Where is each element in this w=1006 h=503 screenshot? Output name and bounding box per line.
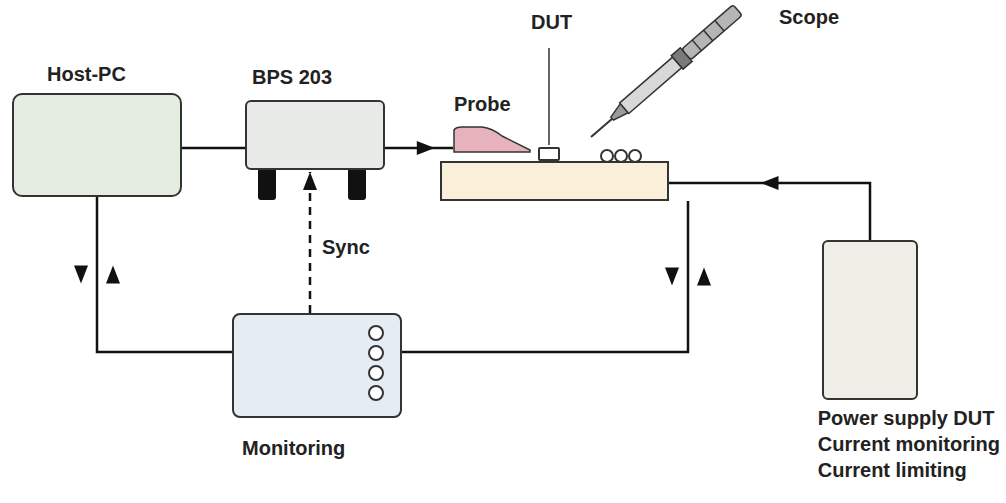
node-label: DUT — [531, 11, 572, 34]
node-label: Power supply DUT — [818, 407, 995, 430]
node-label: Probe — [454, 93, 511, 116]
arrowhead — [761, 176, 779, 190]
pulse-source-box: BPS 203 — [245, 100, 385, 170]
device-foot — [348, 168, 366, 200]
arrowhead — [697, 268, 711, 286]
probe-shape: Probe — [452, 126, 532, 154]
arrowhead — [106, 266, 120, 284]
connector-group — [182, 148, 245, 149]
arrowhead — [665, 268, 679, 286]
indicator-lamp — [369, 366, 383, 380]
indicator-lamp — [369, 326, 383, 340]
host-pc-box: Host-PC — [12, 93, 182, 197]
device-foot — [258, 168, 276, 200]
connector — [669, 183, 870, 240]
scope-probe — [585, 3, 743, 144]
board-coils — [601, 150, 641, 162]
connector-group — [385, 141, 453, 155]
indicator-lamp — [369, 346, 383, 360]
connector — [182, 147, 245, 150]
arrowhead — [303, 172, 317, 190]
sync-line — [309, 172, 312, 313]
node-label: Host-PC — [47, 63, 126, 86]
node-label: Current limiting — [818, 459, 967, 482]
leader-line — [548, 48, 550, 145]
arrowhead — [74, 266, 88, 284]
node-label: BPS 203 — [252, 66, 332, 89]
connector-group — [669, 176, 870, 240]
probe-outline — [452, 126, 532, 154]
connector-group — [303, 172, 317, 313]
power-supply-box: Power supply DUTCurrent monitoringCurren… — [822, 240, 918, 400]
dut-chip: DUT — [538, 147, 560, 161]
connector — [402, 201, 688, 352]
node-label: Monitoring — [242, 437, 345, 460]
connector — [97, 197, 232, 352]
test-board — [441, 162, 668, 200]
connector-group — [74, 197, 232, 352]
edge-label: Sync — [320, 236, 372, 259]
part-label: Scope — [779, 6, 839, 29]
probe-body — [454, 127, 530, 152]
indicator-lamp — [369, 386, 383, 400]
monitoring-box: Monitoring — [232, 313, 402, 418]
node-label: Current monitoring — [818, 433, 1000, 456]
indicator-lamps — [364, 321, 394, 411]
connector-group — [402, 201, 711, 352]
arrowhead — [417, 141, 435, 155]
